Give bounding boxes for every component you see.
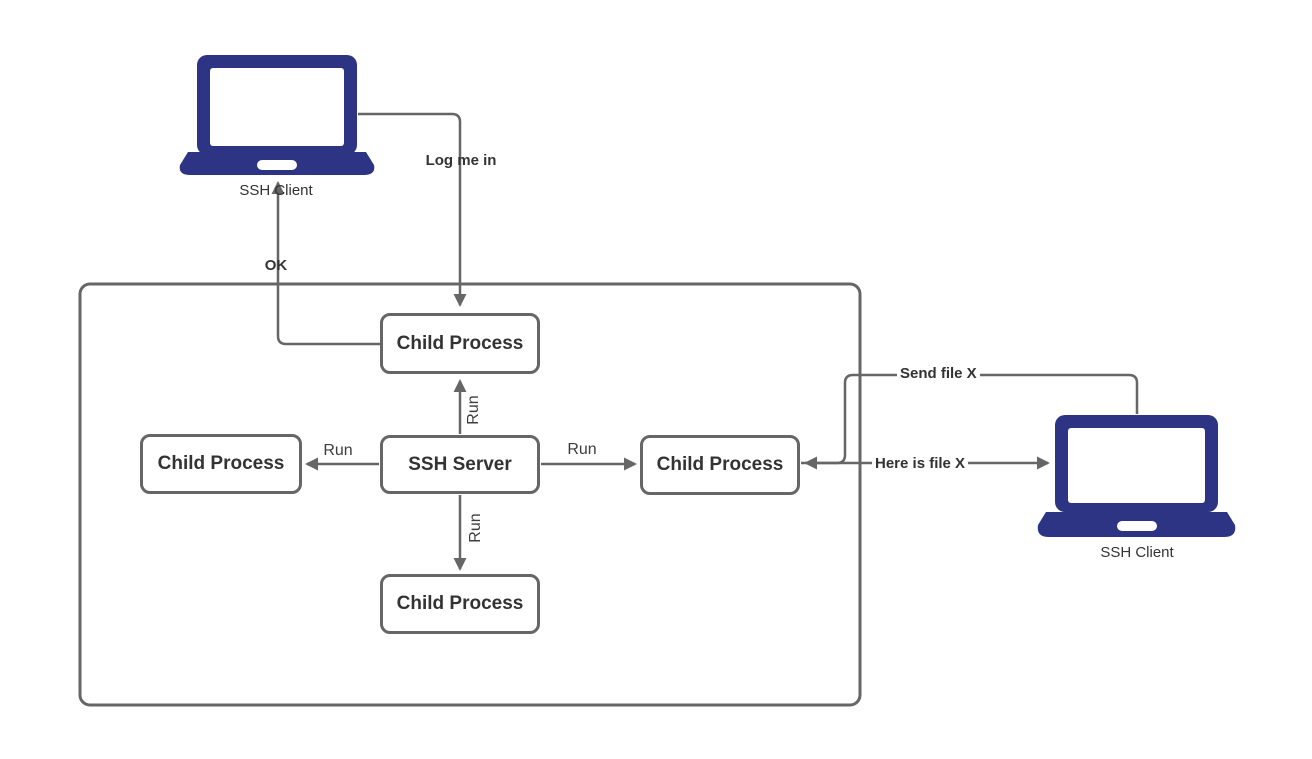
edge-label-run-left: Run bbox=[323, 442, 353, 459]
label-ssh-client-left: SSH Client bbox=[239, 182, 313, 199]
edge-send-file bbox=[804, 373, 1139, 470]
edge-label-ok: OK bbox=[264, 257, 288, 274]
edge-ok bbox=[271, 181, 380, 346]
server-host-container bbox=[78, 282, 862, 707]
node-label: Child Process bbox=[396, 593, 524, 614]
node-child-process-right: Child Process bbox=[640, 435, 800, 495]
laptop-icon-left bbox=[179, 55, 375, 175]
edge-label-here-is-file: Here is file X bbox=[872, 455, 969, 472]
edge-label-run-right: Run bbox=[567, 441, 597, 458]
node-label: Child Process bbox=[656, 454, 784, 475]
node-ssh-server: SSH Server bbox=[380, 435, 540, 494]
node-child-process-bottom: Child Process bbox=[380, 574, 540, 634]
edge-label-run-up: Run bbox=[465, 395, 482, 425]
edge-label-send-file: Send file X bbox=[897, 365, 980, 382]
edge-log-me-in bbox=[358, 112, 467, 307]
edge-label-log-me-in: Log me in bbox=[425, 152, 497, 169]
node-child-process-left: Child Process bbox=[140, 434, 302, 494]
laptop-icon-right bbox=[1037, 415, 1236, 537]
node-label: Child Process bbox=[157, 453, 285, 474]
node-label: Child Process bbox=[396, 332, 524, 354]
node-label: SSH Server bbox=[408, 453, 512, 475]
node-child-process-top: Child Process bbox=[380, 313, 540, 374]
edge-label-run-down: Run bbox=[467, 513, 484, 543]
label-ssh-client-right: SSH Client bbox=[1100, 544, 1174, 561]
